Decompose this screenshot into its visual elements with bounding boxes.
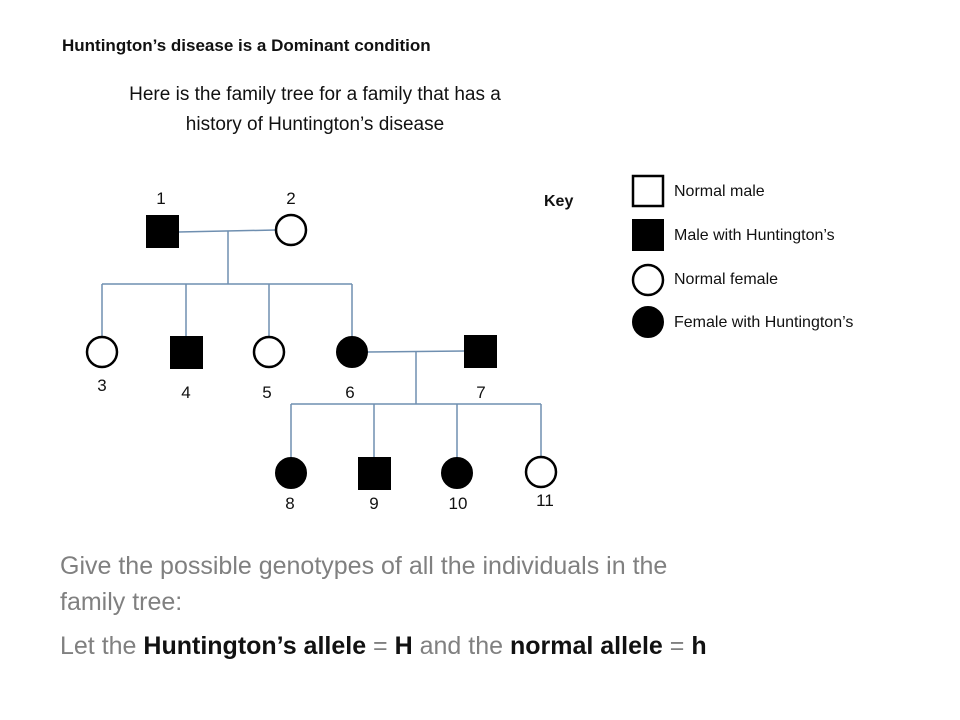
individual-5-normal-female [252, 335, 286, 369]
subtitle-line-1: Here is the family tree for a family tha… [129, 84, 501, 105]
label-7: 7 [476, 383, 485, 402]
subtitle-line-2: history of Huntington’s disease [185, 114, 445, 135]
key-label-normal-female: Normal female [674, 271, 778, 288]
individual-6-affected-female [336, 336, 368, 368]
individual-11-normal-female [524, 455, 558, 489]
individual-10-affected-female [441, 457, 473, 489]
normal-allele-term: normal allele [509, 632, 663, 660]
label-2: 2 [286, 189, 295, 208]
key-label-normal-male: Normal male [674, 183, 765, 200]
key-affected-male-symbol [632, 219, 664, 251]
individual-3-normal-female [85, 335, 119, 369]
key-label-affected-male: Male with Huntington’s [674, 227, 835, 244]
slide-subtitle: Here is the family tree for a family tha… [60, 80, 570, 140]
recessive-allele-symbol: h [691, 632, 707, 660]
allele-equals-2: = [662, 632, 692, 660]
label-8: 8 [285, 494, 294, 513]
individual-1-affected-male [146, 215, 179, 248]
question-text: Give the possible genotypes of all the i… [60, 548, 860, 620]
allele-equals-1: = [366, 632, 395, 660]
individual-7-affected-male [464, 335, 497, 368]
label-11: 11 [536, 491, 554, 510]
pedigree-connectors [101, 229, 542, 458]
allele-middle: and the [412, 632, 510, 660]
label-6: 6 [345, 383, 354, 402]
individual-9-affected-male [358, 457, 391, 490]
individual-8-affected-female [275, 457, 307, 489]
marriage-line-6-7 [366, 350, 466, 353]
key-normal-male-symbol [631, 174, 665, 208]
individual-4-affected-male [170, 336, 203, 369]
label-1: 1 [156, 189, 165, 208]
label-9: 9 [369, 494, 378, 513]
huntingtons-allele-term: Huntington’s allele [143, 632, 367, 660]
dominant-allele-symbol: H [394, 632, 413, 660]
marriage-line-1-2 [177, 229, 277, 233]
individual-2-normal-female [274, 213, 308, 247]
allele-prefix: Let the [60, 632, 144, 660]
key-title: Key [544, 193, 574, 210]
label-4: 4 [181, 383, 190, 402]
allele-definition: Let the Huntington’s allele = H and the … [60, 632, 707, 661]
label-5: 5 [262, 383, 271, 402]
key-label-affected-female: Female with Huntington’s [674, 314, 853, 331]
key-affected-female-symbol [632, 306, 664, 338]
key-normal-female-symbol [631, 263, 665, 297]
label-10: 10 [449, 494, 468, 513]
question-line-2: family tree: [60, 588, 183, 616]
question-line-1: Give the possible genotypes of all the i… [60, 552, 668, 580]
slide-heading: Huntington’s disease is a Dominant condi… [62, 36, 431, 55]
label-3: 3 [97, 376, 106, 395]
